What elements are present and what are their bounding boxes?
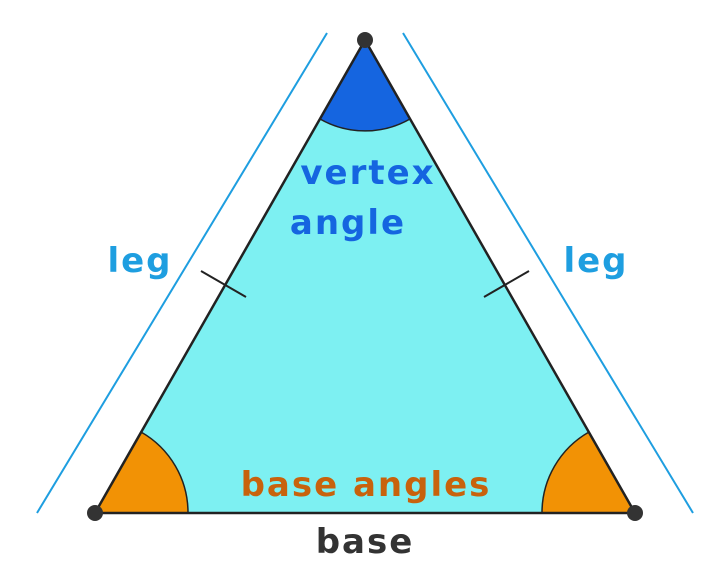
triangle-outline [93,38,637,515]
base-label: base [316,522,415,562]
leg-right-label: leg [563,241,628,281]
leg-right-tick-mark [483,270,530,298]
vertex-angle-sector [318,38,412,132]
leg-right-indicator-line [402,32,694,514]
base-angles-label: base angles [241,465,492,505]
vertex-angle-label-line2: angle [290,203,406,243]
base-right-point-dot-icon [627,505,643,521]
leg-left-indicator-line [36,32,328,514]
leg-left-tick-mark [200,270,247,298]
leg-left-label: leg [107,241,172,281]
base-left-point-dot-icon [87,505,103,521]
triangle-fill [95,40,635,513]
base-angle-right-sector [541,430,637,514]
vertex-angle-label-line1: vertex [300,153,435,193]
vertex-point-dot-icon [357,32,373,48]
base-angle-left-sector [93,430,189,514]
